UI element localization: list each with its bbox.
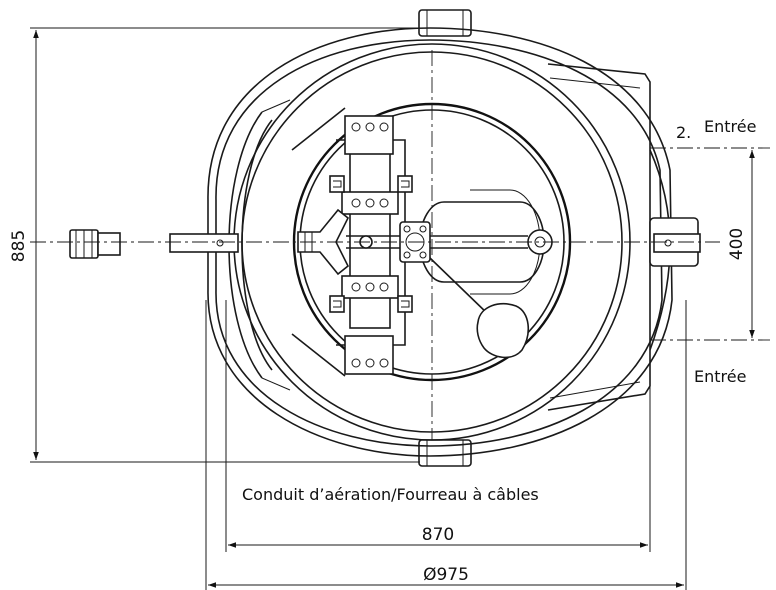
inlet-1-label: Entrée — [694, 367, 746, 386]
lower-clamp — [329, 275, 413, 375]
dim-width: 870 — [225, 300, 651, 552]
dim-diameter-label: Ø975 — [423, 565, 469, 585]
dim-inlet-spacing-label: 400 — [727, 228, 747, 260]
outer-rim — [207, 27, 673, 457]
conduit-label: Conduit d’aération/Fourreau à câbles — [242, 485, 539, 504]
pipe-fitting — [69, 229, 121, 259]
dim-inlet-spacing: 400 — [727, 150, 755, 338]
inlet-2-number: 2. — [676, 123, 691, 142]
dim-height: 885 — [9, 27, 420, 463]
dim-width-label: 870 — [422, 525, 454, 545]
top-handle — [418, 9, 472, 37]
float-switch — [429, 257, 529, 359]
coupling-flange — [346, 221, 431, 263]
conduit-stub-left — [169, 233, 239, 253]
inlet-2-label: Entrée — [704, 117, 756, 136]
dim-diameter: Ø975 — [205, 300, 687, 590]
dim-height-label: 885 — [9, 230, 29, 262]
